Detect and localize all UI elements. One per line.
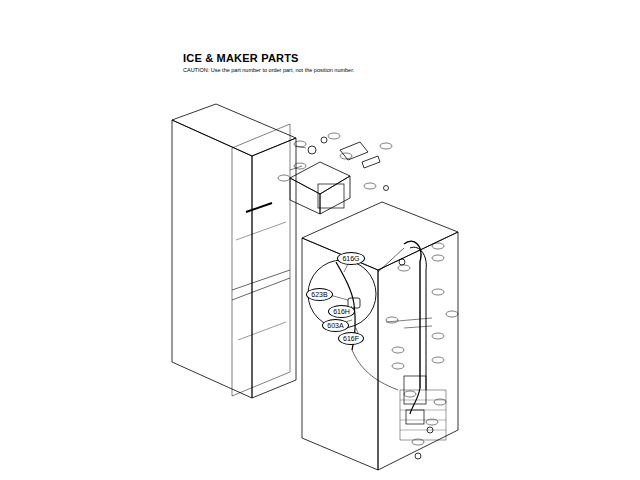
diagram-title: ICE & MAKER PARTS bbox=[183, 52, 299, 64]
callout-number: 616F bbox=[343, 333, 359, 344]
callout-number: 616H bbox=[333, 306, 350, 317]
callout-number: 603A bbox=[327, 320, 343, 331]
callout-number: 623B bbox=[311, 289, 327, 300]
caution-note: CAUTION: Use the part number to order pa… bbox=[183, 67, 354, 73]
callout-oval: 616H bbox=[328, 305, 355, 318]
callout-number: 616G bbox=[342, 253, 359, 264]
callout-oval: 623B bbox=[306, 288, 333, 301]
callout-oval: 616F bbox=[338, 332, 364, 345]
callout-oval: 616G bbox=[337, 252, 365, 265]
callout-oval: 603A bbox=[322, 319, 349, 332]
